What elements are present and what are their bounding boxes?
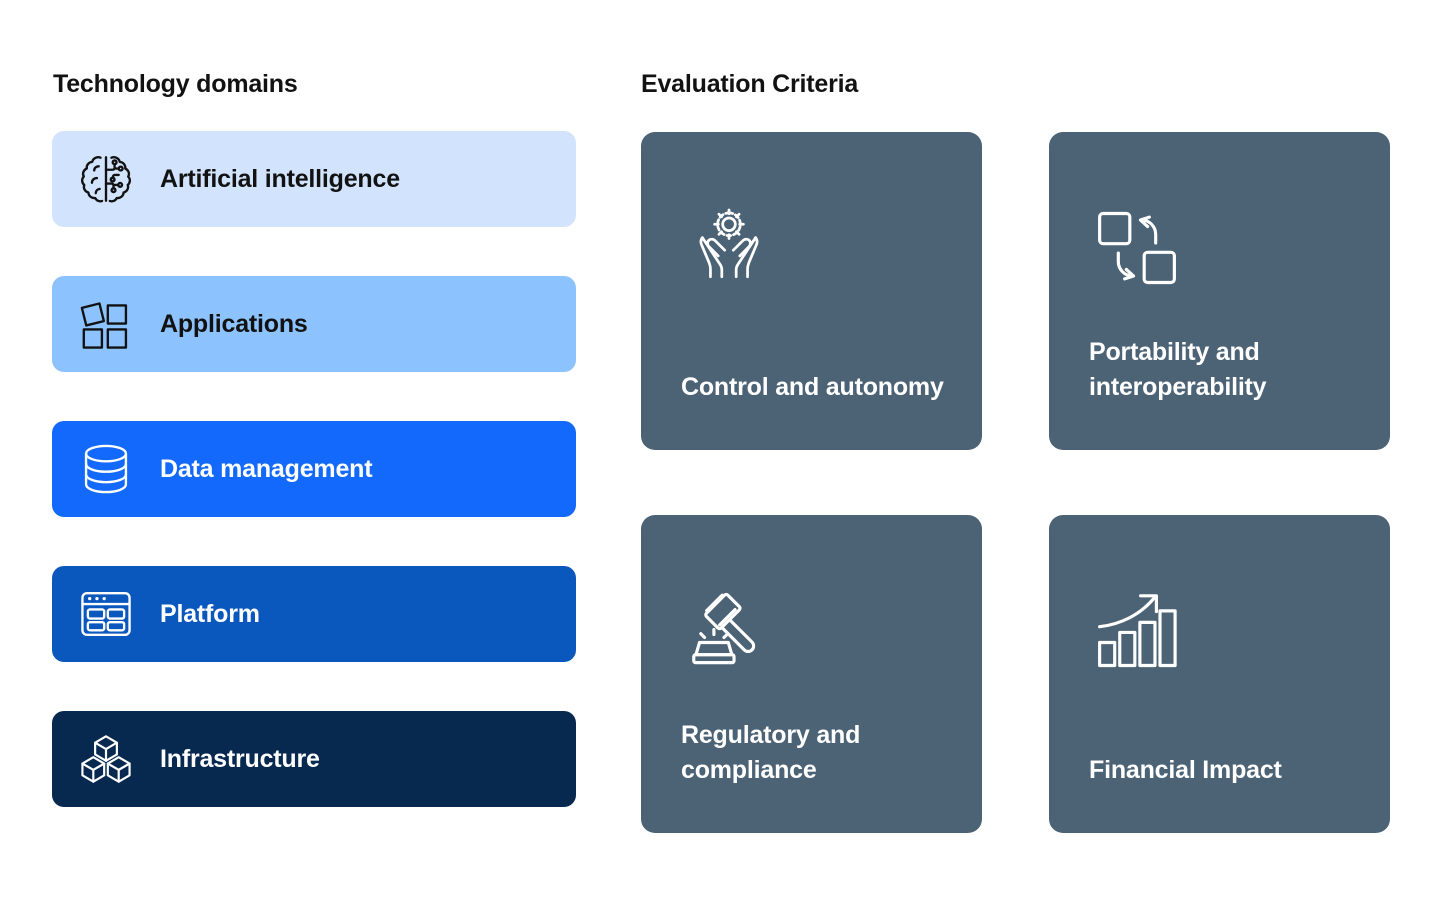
evaluation-criteria-heading: Evaluation Criteria <box>641 70 859 98</box>
criteria-label: Regulatory and compliance <box>681 721 861 784</box>
domain-label: Infrastructure <box>160 744 320 773</box>
criteria-label: Financial Impact <box>1089 756 1282 784</box>
domain-label: Applications <box>160 309 308 338</box>
growth-bar-chart-icon <box>1089 583 1185 679</box>
domain-label: Platform <box>160 599 260 628</box>
dashboard-window-icon <box>76 584 136 644</box>
criteria-card-portability-and-interoperability[interactable]: Portability and interoperability <box>1049 132 1390 450</box>
brain-circuit-icon <box>76 149 136 209</box>
domain-pill-artificial-intelligence[interactable]: Artificial intelligence <box>52 131 576 227</box>
criteria-label: Control and autonomy <box>681 373 944 401</box>
domain-label: Artificial intelligence <box>160 164 400 193</box>
app-tiles-icon <box>76 294 136 354</box>
domain-pill-data-management[interactable]: Data management <box>52 421 576 517</box>
domain-pill-applications[interactable]: Applications <box>52 276 576 372</box>
technology-domains-heading: Technology domains <box>53 70 298 98</box>
domain-pill-infrastructure[interactable]: Infrastructure <box>52 711 576 807</box>
criteria-label: Portability and interoperability <box>1089 338 1267 401</box>
domain-label: Data management <box>160 454 373 483</box>
criteria-card-control-and-autonomy[interactable]: Control and autonomy <box>641 132 982 450</box>
criteria-card-regulatory-and-compliance[interactable]: Regulatory and compliance <box>641 515 982 833</box>
criteria-card-financial-impact[interactable]: Financial Impact <box>1049 515 1390 833</box>
domain-pill-platform[interactable]: Platform <box>52 566 576 662</box>
stacked-cubes-icon <box>76 729 136 789</box>
exchange-squares-icon <box>1089 200 1185 296</box>
evaluation-criteria-grid: Control and autonomy Portability and int… <box>641 132 1390 833</box>
hands-holding-gear-icon <box>681 200 777 296</box>
technology-domains-list: Artificial intelligence Applications <box>52 131 576 807</box>
database-icon <box>76 439 136 499</box>
gavel-icon <box>681 583 777 679</box>
